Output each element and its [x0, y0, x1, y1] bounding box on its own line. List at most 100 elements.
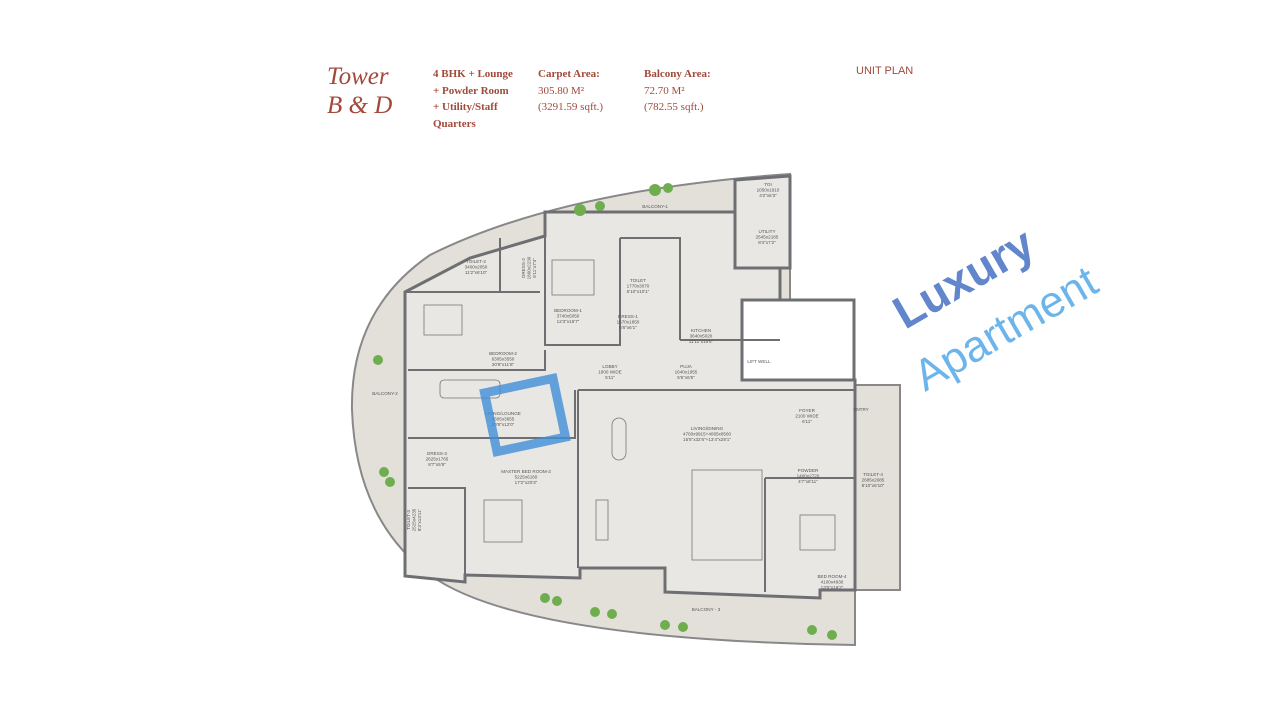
- carpet-area-imperial: (3291.59 sqft.): [538, 101, 604, 113]
- room-dims: 2625x1765: [426, 457, 449, 462]
- room-dims: 3640x5020: [690, 334, 713, 339]
- unit-configuration: 4 BHK + Lounge + Powder Room + Utility/S…: [433, 66, 513, 132]
- balcony-area-label: Balcony Area:: [644, 68, 711, 80]
- room-imperial: 15'5"x32'6"+13'4"x28'1": [683, 437, 731, 442]
- room-name: DRESS-2: [521, 258, 526, 278]
- carpet-area-label: Carpet Area:: [538, 68, 600, 80]
- room-imperial: 5'5"x6'5": [677, 375, 695, 380]
- room-name: BALCONY-1: [642, 204, 668, 209]
- room-name: BEDROOM-1: [554, 308, 582, 313]
- room-dims: 1640x1955: [675, 370, 698, 375]
- balcony-area-metric: 72.70 M²: [644, 84, 685, 97]
- room-imperial: 12'3"x16'7": [557, 319, 580, 324]
- room-name: PUJA: [680, 364, 693, 369]
- room-imperial: 8'7"x5'9": [428, 462, 446, 467]
- room-imperial: 5'10"x10'1": [627, 289, 650, 294]
- room-name: BALCONY - 3: [692, 607, 721, 612]
- room-dims: 1800 WIDE: [598, 370, 622, 375]
- room-name: TOI: [764, 182, 772, 187]
- room-name: TOILET: [630, 278, 646, 283]
- room-dims: 2685x2085: [862, 478, 885, 483]
- room-name: LIVING/LOUNGE: [485, 411, 521, 416]
- room-label: ENTRY: [853, 407, 869, 412]
- room-dims: 1770x3070: [627, 284, 650, 289]
- balcony-area-imperial: (782.55 sqft.): [644, 101, 704, 113]
- room-name: BED ROOM-4: [817, 574, 847, 579]
- room-imperial: 20'8"x12'0": [492, 422, 515, 427]
- room-imperial: 5'6"x6'1": [619, 325, 637, 330]
- room-label: BALCONY-2: [372, 391, 398, 396]
- room-name: MASTER BED ROOM-3: [501, 469, 551, 474]
- config-line: 4 BHK + Lounge: [433, 68, 513, 80]
- plants: [373, 183, 837, 640]
- room-name: BALCONY-2: [372, 391, 398, 396]
- room-label: BALCONY-1: [642, 204, 668, 209]
- room-name: LIVING/DINING: [691, 426, 724, 431]
- room-imperial: 11'2"x6'10": [465, 270, 488, 275]
- tower-title-line2: B & D: [327, 92, 393, 119]
- room-label: LIVING/DINING4700x9915+4065x856015'5"x32…: [683, 426, 732, 442]
- unit-plan-label: UNIT PLAN: [856, 65, 914, 77]
- room-name: KITCHEN: [691, 328, 711, 333]
- room-name: BEDROOM-2: [489, 351, 517, 356]
- room-name: TOILET-2: [466, 259, 486, 264]
- carpet-area: Carpet Area: 305.80 M² (3291.59 sqft.): [538, 66, 603, 116]
- room-dims: 3400x2050: [465, 265, 488, 270]
- utility-wing: [733, 174, 792, 270]
- room-imperial: 13'5"x16'2": [821, 585, 844, 590]
- room-dims: 1670x1850: [617, 320, 640, 325]
- room-name: TOILET-4: [863, 472, 883, 477]
- room-name: DRESS-3: [427, 451, 447, 456]
- room-name: ENTRY: [853, 407, 869, 412]
- config-line: + Utility/Staff: [433, 101, 498, 113]
- room-name: LOBBY: [602, 364, 617, 369]
- tower-title: Tower B & D: [327, 62, 392, 120]
- config-line: Quarters: [433, 117, 476, 130]
- room-dims: 2525x4235: [412, 508, 417, 531]
- watermark-logo-icon: [479, 373, 571, 457]
- config-line: + Powder Room: [433, 84, 509, 97]
- furniture: [423, 259, 836, 561]
- room-dims: 4700x9915+4065x8560: [683, 432, 732, 437]
- room-dims: 3740x5050: [557, 314, 580, 319]
- room-name: LIFT WELL: [747, 359, 771, 364]
- room-imperial: 8'4"x7'2": [758, 240, 776, 245]
- room-dims: 1050x1910: [757, 188, 780, 193]
- room-dims: 2545x2185: [756, 235, 779, 240]
- room-label: BALCONY - 3: [692, 607, 721, 612]
- room-imperial: 5'11"x7'4": [532, 258, 537, 278]
- room-imperial: 8'10"x6'10": [862, 483, 885, 488]
- room-name: UTILITY: [758, 229, 775, 234]
- room-imperial: 6'11": [802, 419, 812, 424]
- room-imperial: 17'2"x20'3": [515, 480, 538, 485]
- room-name: DRESS-1: [618, 314, 638, 319]
- room-imperial: 11'11"x16'6": [689, 339, 714, 344]
- room-dims: 1400x2720: [797, 474, 820, 479]
- room-name: POWDER: [798, 468, 819, 473]
- room-name: TOILET-3: [406, 510, 411, 530]
- room-imperial: 4'2"x6'3": [759, 193, 777, 198]
- room-label: LIFT WELL: [747, 359, 771, 364]
- room-dims: 4100x4930: [821, 580, 844, 585]
- room-name: FOYER: [799, 408, 816, 413]
- tower-title-line1: Tower: [327, 63, 389, 90]
- room-imperial: 5'11": [605, 375, 615, 380]
- room-dims: 6305x3550: [492, 357, 515, 362]
